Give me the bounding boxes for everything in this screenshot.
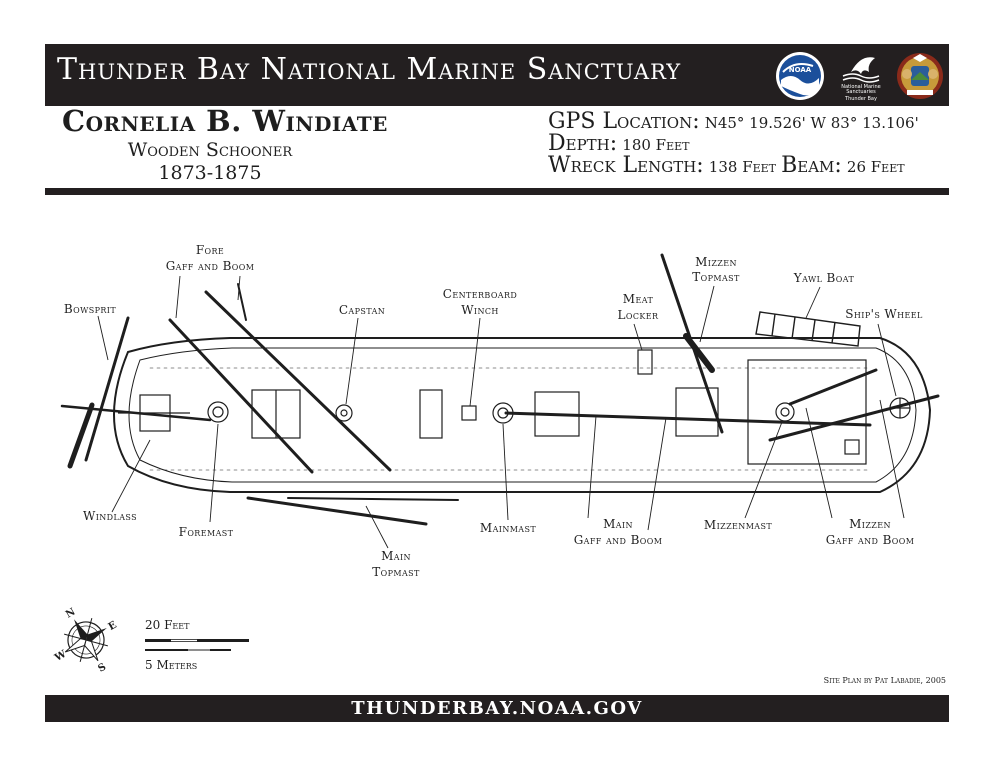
foremast-step [207, 401, 229, 423]
nms-logo: National Marine Sanctuaries Thunder Bay [841, 57, 881, 102]
jib-boom [60, 404, 212, 422]
leader-lines [97, 275, 905, 549]
centerboard-winch-drawing [461, 405, 477, 421]
compass-n: N [64, 607, 77, 621]
label-yawl-boat: Yawl Boat [793, 271, 855, 285]
mizzenmast-step [775, 402, 795, 422]
fore-gaff [168, 318, 314, 474]
label-foremast: Foremast [179, 525, 234, 539]
noaa-logo-text: NOAA [789, 66, 812, 74]
fore-boom [204, 290, 392, 472]
label-bowsprit: Bowsprit [64, 302, 116, 316]
label-main-gaff-line2: Gaff and Boom [574, 533, 663, 547]
depth-label: Depth: [548, 131, 618, 156]
main-topmast-fragment [287, 497, 459, 501]
header-divider [45, 188, 949, 195]
scale-meters-label: 5 Meters [145, 658, 198, 672]
label-fore-gaff-line2: Gaff and Boom [166, 259, 255, 273]
label-mizzen-gaff-line2: Gaff and Boom [826, 533, 915, 547]
capstan-drawing [335, 404, 353, 422]
gps-location: GPS Location: N45° 19.526' W 83° 13.106' [548, 109, 919, 134]
label-meat-locker-line2: Locker [618, 308, 659, 322]
wreck-dimensions: Wreck Length: 138 Feet Beam: 26 Feet [548, 153, 905, 178]
topmast-crosstree [683, 333, 715, 373]
header-bar: Thunder Bay National Marine Sanctuary NO… [45, 44, 949, 106]
gps-value: N45° 19.526' W 83° 13.106' [704, 114, 919, 132]
nms-logo-text-1: National Marine [841, 84, 881, 90]
mizzenmast-step-inner [780, 407, 790, 417]
label-mizzen-gaff-line1: Mizzen [849, 517, 891, 531]
mizzen-gaff [788, 368, 878, 406]
depth: Depth: 180 Feet [548, 131, 689, 156]
deck-features [118, 349, 911, 465]
label-capstan: Capstan [339, 303, 385, 317]
scale-bar [145, 639, 249, 651]
compass-rose-icon: N E S W [52, 607, 119, 675]
ship-type: Wooden Schooner [127, 139, 293, 161]
label-main-gaff-line1: Main [603, 517, 633, 531]
label-mainmast: Mainmast [480, 521, 536, 535]
compass-e: E [107, 619, 119, 633]
footer-url: THUNDERBAY.NOAA.GOV [351, 698, 643, 719]
length-label: Wreck Length: [548, 153, 704, 178]
length-value: 138 Feet [708, 158, 776, 176]
ship-hull [113, 337, 932, 493]
mizzen-boom [768, 394, 940, 442]
ship-name: Cornelia B. Windiate [62, 104, 388, 138]
yawl-boat-drawing [755, 311, 861, 347]
scale-feet-label: 20 Feet [145, 618, 190, 632]
label-centerboard-line1: Centerboard [443, 287, 517, 301]
state-seal-logo [897, 53, 943, 99]
main-topmast-spar [246, 496, 428, 526]
label-main-topmast-line1: Main [381, 549, 411, 563]
label-windlass: Windlass [83, 509, 137, 523]
meat-locker-box [637, 349, 653, 375]
label-ships-wheel: Ship's Wheel [845, 307, 923, 321]
label-main-topmast-line2: Topmast [372, 565, 420, 579]
label-meat-locker-line1: Meat [623, 292, 654, 306]
nms-logo-text-2: Sanctuaries [846, 89, 876, 95]
main-boom [504, 411, 872, 427]
page-title: Thunder Bay National Marine Sanctuary [57, 52, 682, 87]
beam-label: Beam: [781, 153, 842, 178]
gps-label: GPS Location: [548, 109, 700, 134]
beam-value: 26 Feet [846, 158, 905, 176]
ship-years: 1873-1875 [158, 162, 262, 184]
site-plan-credit: Site Plan by Pat Labadie, 2005 [823, 676, 946, 685]
bow-timber [67, 402, 95, 469]
label-fore-gaff-line1: Fore [196, 243, 224, 257]
nms-logo-text-3: Thunder Bay [844, 96, 877, 102]
label-mizzen-topmast-line1: Mizzen [695, 255, 737, 269]
stern-box [844, 439, 860, 455]
label-mizzenmast: Mizzenmast [704, 518, 772, 532]
aft-hatch [675, 387, 719, 437]
depth-value: 180 Feet [622, 136, 690, 154]
fore-gaff-end [237, 283, 247, 321]
site-plan-labels: Fore Gaff and Boom Bowsprit Capstan Cent… [64, 243, 923, 579]
label-centerboard-line2: Winch [461, 303, 499, 317]
footer-bar: THUNDERBAY.NOAA.GOV [45, 695, 949, 722]
label-mizzen-topmast-line2: Topmast [692, 270, 740, 284]
foremast-step-inner [212, 406, 224, 418]
noaa-logo: NOAA [776, 52, 824, 100]
capstan-center [340, 409, 348, 417]
compass-s: S [96, 662, 108, 675]
cabin-outline [747, 359, 867, 465]
bowsprit-spar [84, 316, 130, 462]
main-hatch [419, 389, 443, 439]
